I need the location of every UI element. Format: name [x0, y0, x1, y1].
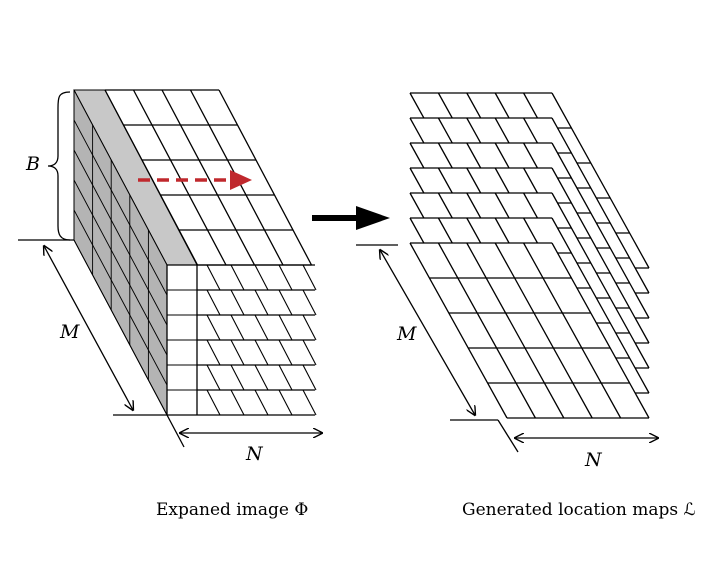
cube-slice-cell-edge [302, 364, 317, 391]
cube-side-line [73, 149, 168, 326]
label-m-left: M [59, 321, 80, 343]
right-n-dimension [497, 419, 658, 453]
cube-slice-cell-edge [206, 339, 221, 366]
cube-slice-cell-edge [206, 364, 221, 391]
cube-slice-cell-edge [230, 264, 245, 291]
cube-slice-cell-edge [278, 289, 293, 316]
cube-slice-cell-edge [254, 264, 269, 291]
cube-side-line [73, 119, 168, 296]
cube-slice-cell-edge [254, 289, 269, 316]
expanded-image-cube [73, 89, 317, 416]
cube-slice-cell-edge [278, 339, 293, 366]
cube-slice-cell-edge [206, 314, 221, 341]
location-maps-stack [409, 92, 650, 419]
cube-slice-cell-edge [230, 314, 245, 341]
cube-slice-cell-edge [254, 389, 269, 416]
cube-slice-cell-edge [230, 289, 245, 316]
cube-slice-cell-edge [230, 339, 245, 366]
left-n-dimension [166, 414, 322, 448]
cube-slice-cell-edge [302, 339, 317, 366]
main-arrow [312, 206, 390, 230]
cube-slice-cell-edge [254, 314, 269, 341]
cube-slice-cell-edge [206, 389, 221, 416]
right-m-dimension [356, 244, 498, 421]
cube-slice-cell-edge [230, 364, 245, 391]
cube-slice-cell-edge [206, 289, 221, 316]
cube-slice-cell-edge [254, 364, 269, 391]
caption-location-maps: Generated location maps ℒ [462, 500, 696, 520]
label-b: B [25, 153, 40, 175]
cube-slice-cell-edge [302, 264, 317, 291]
label-n-right: N [584, 449, 603, 471]
shift-arrow [138, 170, 252, 190]
cube-slice-cell-edge [278, 389, 293, 416]
left-m-dimension [18, 239, 167, 416]
cube-slice-cell-edge [254, 339, 269, 366]
cube-slice-cell-edge [230, 389, 245, 416]
cube-slice-cell-edge [278, 364, 293, 391]
caption-expanded-image: Expaned image Φ [156, 500, 308, 520]
cube-slice-cell-edge [302, 389, 317, 416]
label-n-left: N [245, 443, 264, 465]
cube-slice-cell-edge [302, 314, 317, 341]
b-brace [47, 91, 71, 241]
label-m-right: M [396, 323, 417, 345]
cube-slice-cell-edge [302, 289, 317, 316]
cube-slice-cell-edge [278, 314, 293, 341]
cube-slice-cell-edge [278, 264, 293, 291]
cube-front-grid [73, 119, 317, 416]
cube-slice-cell-edge [206, 264, 221, 291]
